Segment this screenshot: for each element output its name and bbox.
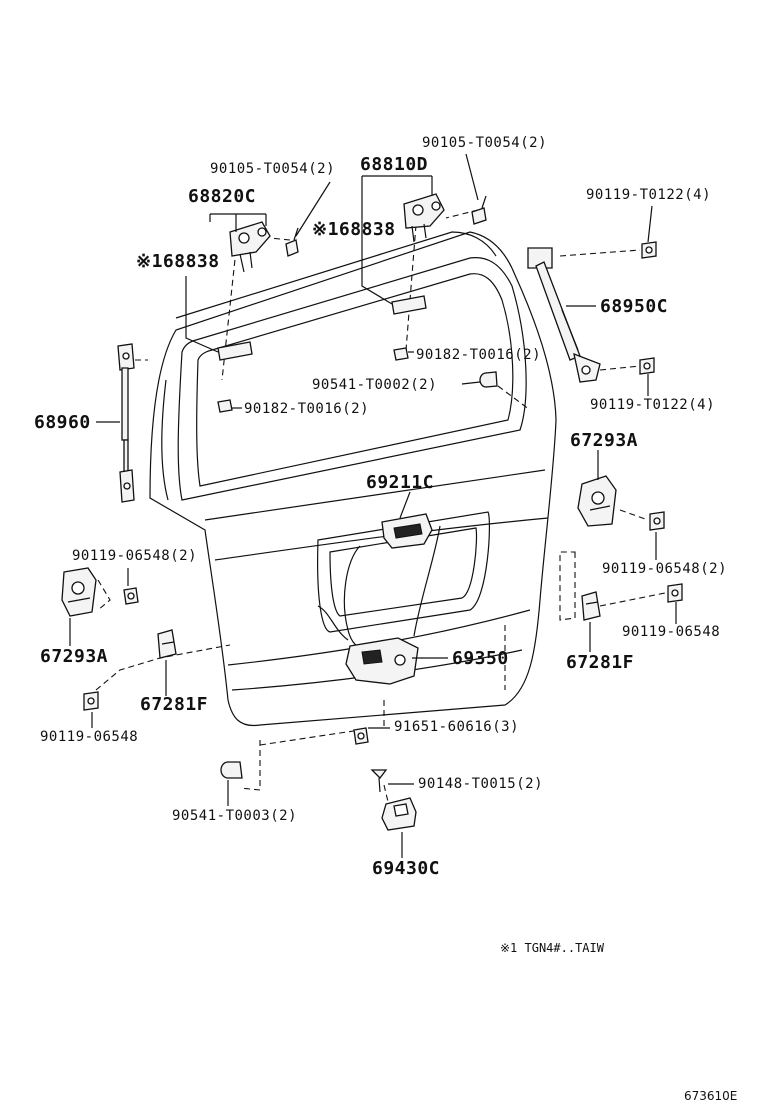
bolt-90105-left xyxy=(285,227,299,257)
leader xyxy=(209,213,267,232)
label-90119-06548-right[interactable]: 90119-06548(2) xyxy=(602,561,728,577)
hinge-68810d xyxy=(403,193,445,243)
leader-dash xyxy=(559,551,576,621)
label-67293a-left[interactable]: 67293A xyxy=(40,646,109,667)
leader-dash xyxy=(269,237,291,241)
label-90105-t0054-left[interactable]: 90105-T0054(2) xyxy=(210,161,336,177)
leader xyxy=(461,381,481,385)
door-body-line-1 xyxy=(204,469,546,521)
nut-90182-right xyxy=(393,347,409,361)
striker-67293a-left xyxy=(61,567,97,617)
label-69211c[interactable]: 69211C xyxy=(366,472,435,493)
leader-dash xyxy=(239,740,261,791)
cable-3 xyxy=(317,605,349,641)
hinge-plate-right xyxy=(391,295,427,315)
leader-dash xyxy=(405,224,417,351)
handle-69211c xyxy=(381,513,433,549)
bumper-67281f-right xyxy=(581,591,601,621)
license-recess-inner xyxy=(329,527,478,617)
window-outer xyxy=(177,257,527,501)
label-68820c[interactable]: 68820C xyxy=(188,186,257,207)
leader xyxy=(647,205,653,243)
license-recess-outer xyxy=(317,511,490,633)
label-69350[interactable]: 69350 xyxy=(452,648,509,669)
leader-dash xyxy=(259,729,363,746)
label-90119-06548-right-2[interactable]: 90119-06548 xyxy=(622,624,721,640)
striker-69430c xyxy=(381,797,417,831)
leader xyxy=(295,181,331,237)
leader-dash xyxy=(97,579,111,611)
leader-dash xyxy=(221,249,237,381)
label-68810d[interactable]: 68810D xyxy=(360,154,429,175)
label-90148-t0015[interactable]: 90148-T0015(2) xyxy=(418,776,544,792)
door-inner-left xyxy=(161,379,169,501)
back-door-panel xyxy=(149,231,557,727)
leader-dash xyxy=(599,365,641,371)
bolt-90119-06548-right xyxy=(649,511,665,531)
door-top-edge xyxy=(175,231,497,319)
cable-2 xyxy=(413,525,441,637)
label-90105-t0054-right[interactable]: 90105-T0054(2) xyxy=(422,135,548,151)
label-68960[interactable]: 68960 xyxy=(34,412,91,433)
leader-dash xyxy=(619,509,649,521)
leader xyxy=(185,276,219,353)
label-90119-06548-left-2[interactable]: 90119-06548 xyxy=(40,729,139,745)
bolt-90119-t0122-bottom xyxy=(639,357,655,375)
leader-dash xyxy=(95,644,231,691)
footnote: ※1 TGN4#..TAIW xyxy=(500,941,604,955)
window-inner xyxy=(196,273,514,487)
label-90182-t0016-left[interactable]: 90182-T0016(2) xyxy=(244,401,370,417)
cable-1 xyxy=(343,545,373,651)
leader xyxy=(361,175,433,305)
striker-67293a-right xyxy=(577,475,617,527)
bolt-90119-06548-left xyxy=(123,587,139,605)
label-67281f-left[interactable]: 67281F xyxy=(140,694,209,715)
label-91651-60616[interactable]: 91651-60616(3) xyxy=(394,719,520,735)
stay-68950c xyxy=(527,247,601,383)
label-90541-t0003[interactable]: 90541-T0003(2) xyxy=(172,808,298,824)
leader-dash xyxy=(489,379,531,411)
bumper-67281f-left xyxy=(157,629,177,659)
label-90119-t0122-top[interactable]: 90119-T0122(4) xyxy=(586,187,712,203)
label-168838-left[interactable]: ※168838 xyxy=(136,251,220,272)
bolt-90119-06548-right-2 xyxy=(667,583,683,603)
label-168838-right[interactable]: ※168838 xyxy=(312,219,396,240)
leader xyxy=(465,153,479,201)
label-68950c[interactable]: 68950C xyxy=(600,296,669,317)
label-67281f-right[interactable]: 67281F xyxy=(566,652,635,673)
label-90119-t0122-bottom[interactable]: 90119-T0122(4) xyxy=(590,397,716,413)
label-90119-06548-left[interactable]: 90119-06548(2) xyxy=(72,548,198,564)
bolt-91651 xyxy=(353,727,369,745)
label-69430c[interactable]: 69430C xyxy=(372,858,441,879)
cushion-90541-t0002 xyxy=(479,371,498,388)
label-90182-t0016-right[interactable]: 90182-T0016(2) xyxy=(416,347,542,363)
hinge-plate-left xyxy=(217,341,253,361)
label-90541-t0002[interactable]: 90541-T0002(2) xyxy=(312,377,438,393)
diagram-id: 673610E xyxy=(684,1089,738,1103)
cushion-90541-t0003 xyxy=(220,761,243,779)
bolt-90119-t0122-top xyxy=(641,241,657,259)
leader-dash xyxy=(599,591,671,607)
screw-90148 xyxy=(370,769,388,793)
leader-dash xyxy=(559,249,641,257)
door-body-line-2 xyxy=(214,517,549,561)
bolt-90119-06548-left-2 xyxy=(83,691,99,711)
lock-69350 xyxy=(345,637,419,685)
hinge-68820c xyxy=(229,221,271,273)
bolt-90105-right xyxy=(471,195,487,225)
nut-90182-left xyxy=(217,399,233,413)
stay-68960 xyxy=(117,343,135,503)
label-67293a-right[interactable]: 67293A xyxy=(570,430,639,451)
leader xyxy=(399,491,411,519)
